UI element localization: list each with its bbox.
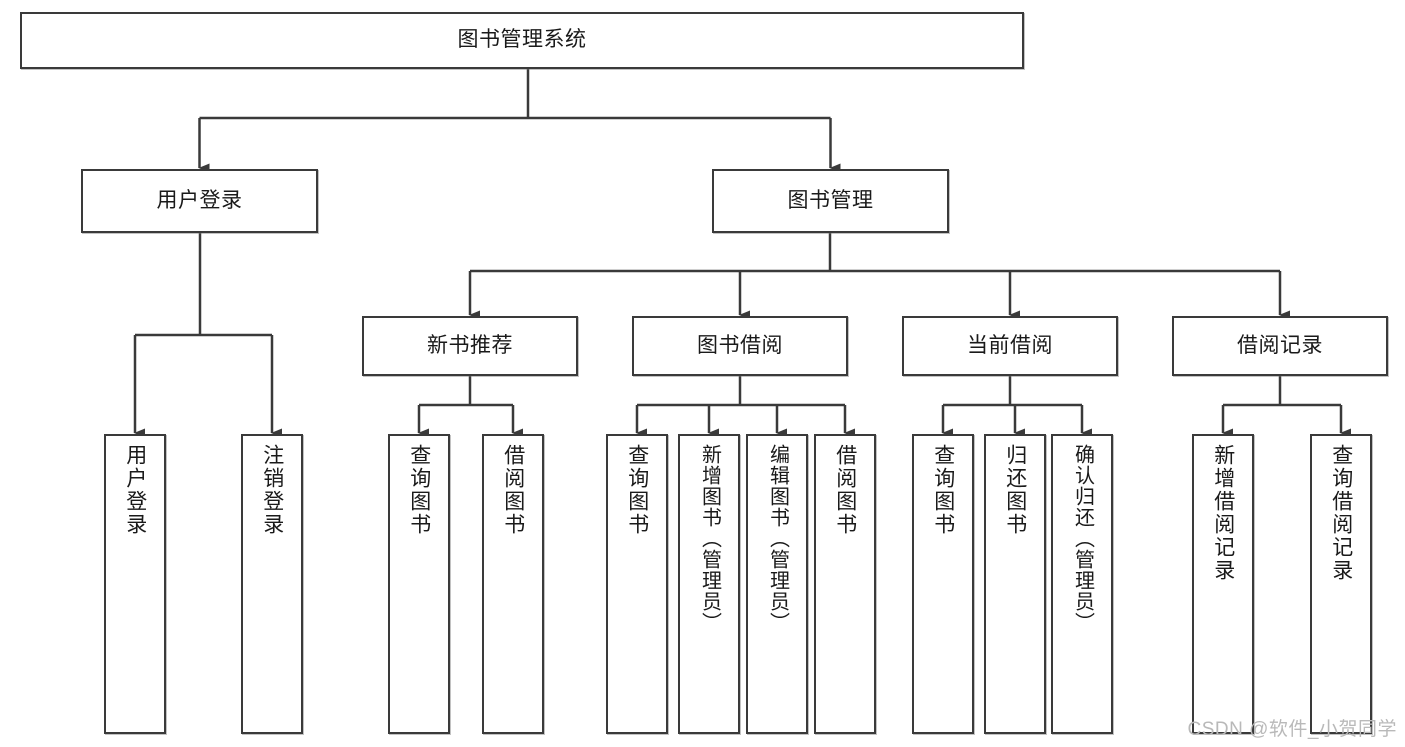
node-bookmgmt[interactable]: 图书管理 <box>712 169 949 233</box>
node-label: 查询借阅记录 <box>1329 444 1353 582</box>
node-l-editbook[interactable]: 编辑图书（管理员） <box>746 434 808 734</box>
node-label: 确认归还（管理员） <box>1071 444 1094 633</box>
node-label: 当前借阅 <box>967 333 1053 357</box>
node-l-query1[interactable]: 查询图书 <box>388 434 450 734</box>
node-l-confirm[interactable]: 确认归还（管理员） <box>1051 434 1113 734</box>
node-currborrow[interactable]: 当前借阅 <box>902 316 1118 376</box>
node-l-addrec[interactable]: 新增借阅记录 <box>1192 434 1254 734</box>
node-l-queryrec[interactable]: 查询借阅记录 <box>1310 434 1372 734</box>
node-label: 图书管理系统 <box>457 28 587 52</box>
node-l-query2[interactable]: 查询图书 <box>606 434 668 734</box>
node-l-userlogin[interactable]: 用户登录 <box>104 434 166 734</box>
node-root[interactable]: 图书管理系统 <box>20 12 1024 69</box>
node-label: 查询图书 <box>407 444 431 536</box>
node-newbook[interactable]: 新书推荐 <box>362 316 578 376</box>
node-label: 新增借阅记录 <box>1211 444 1235 582</box>
node-label: 借阅图书 <box>501 444 525 536</box>
node-label: 图书借阅 <box>697 333 783 357</box>
node-label: 借阅记录 <box>1237 333 1323 357</box>
node-l-query3[interactable]: 查询图书 <box>912 434 974 734</box>
node-l-addbook[interactable]: 新增图书（管理员） <box>678 434 740 734</box>
node-label: 归还图书 <box>1003 444 1027 536</box>
node-borrowrec[interactable]: 借阅记录 <box>1172 316 1388 376</box>
node-l-borrow1[interactable]: 借阅图书 <box>482 434 544 734</box>
node-label: 新书推荐 <box>427 333 513 357</box>
csdn-watermark: CSDN @软件_小贺同学 <box>1187 719 1397 740</box>
node-borrowbook[interactable]: 图书借阅 <box>632 316 848 376</box>
node-l-return[interactable]: 归还图书 <box>984 434 1046 734</box>
node-label: 查询图书 <box>625 444 649 536</box>
node-label: 图书管理 <box>787 188 874 212</box>
node-login[interactable]: 用户登录 <box>81 169 318 233</box>
node-label: 借阅图书 <box>833 444 857 536</box>
node-l-logout[interactable]: 注销登录 <box>241 434 303 734</box>
node-label: 编辑图书（管理员） <box>766 444 789 633</box>
node-l-borrow2[interactable]: 借阅图书 <box>814 434 876 734</box>
node-label: 用户登录 <box>156 188 243 212</box>
node-label: 查询图书 <box>931 444 955 536</box>
node-label: 新增图书（管理员） <box>698 444 721 633</box>
node-label: 注销登录 <box>260 444 284 536</box>
node-label: 用户登录 <box>123 444 147 536</box>
